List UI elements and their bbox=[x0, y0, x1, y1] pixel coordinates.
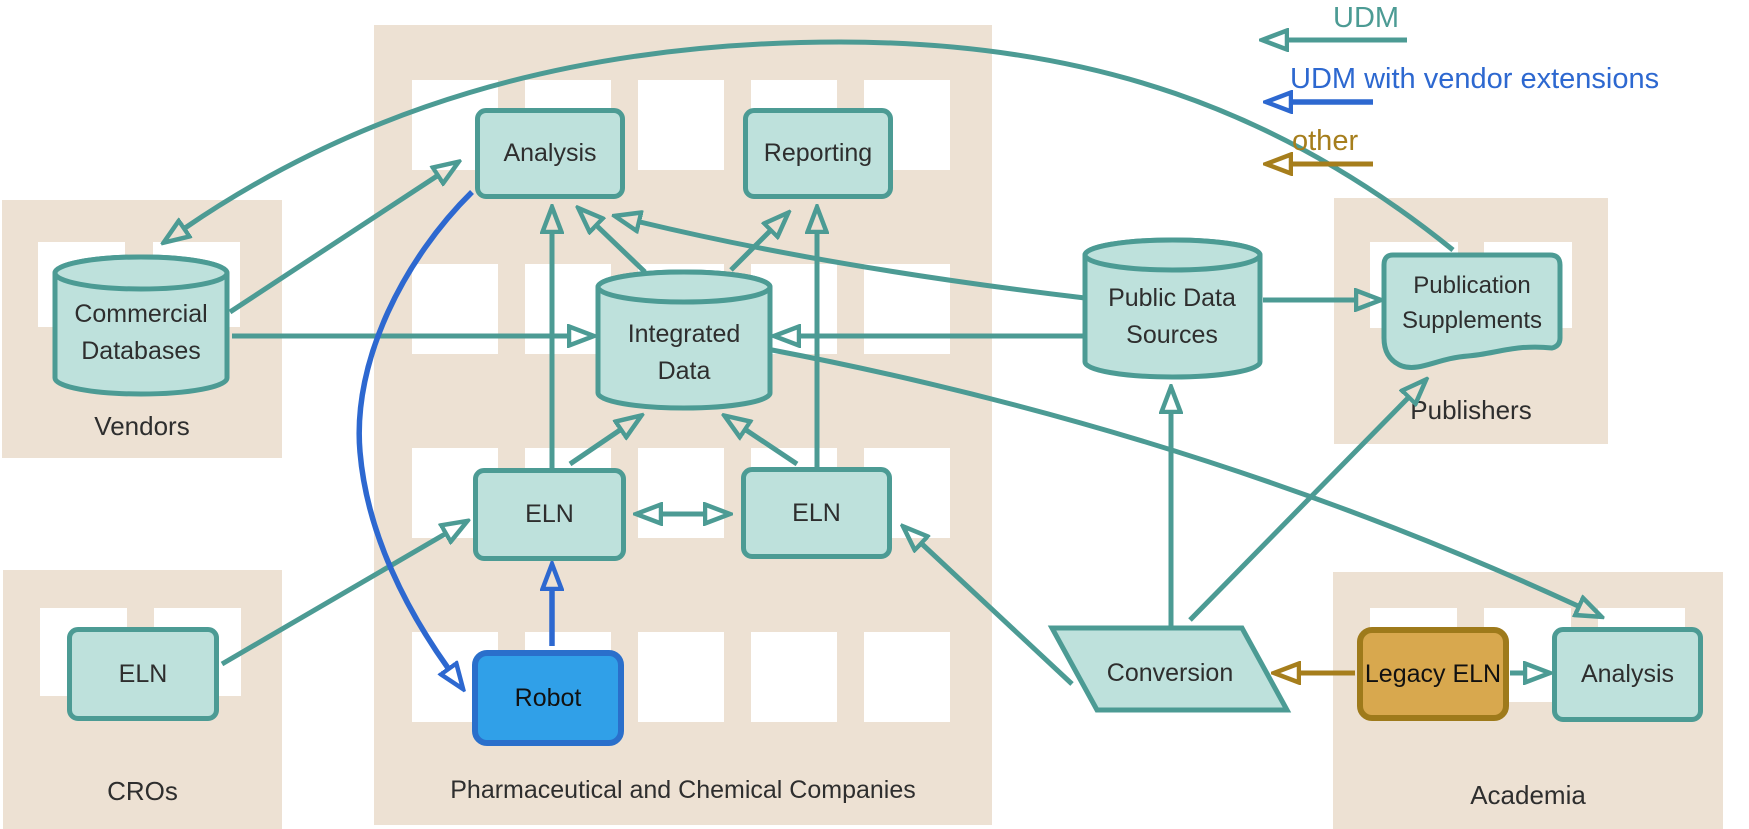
node-cro-eln[interactable]: ELN bbox=[67, 627, 219, 721]
commercial-databases-cylinder bbox=[52, 254, 230, 397]
node-eln-right[interactable]: ELN bbox=[741, 467, 892, 559]
building-label-pharma: Pharmaceutical and Chemical Companies bbox=[450, 776, 916, 804]
arrow-pubsupp-to-commercialdb bbox=[185, 39, 1455, 252]
window-pane bbox=[751, 632, 837, 722]
conversion-shape bbox=[1047, 625, 1292, 713]
legend-label-udm-vendor: UDM with vendor extensions bbox=[1290, 63, 1660, 95]
building-label-cros: CROs bbox=[107, 776, 178, 806]
window-pane bbox=[638, 632, 724, 722]
window-pane bbox=[638, 80, 724, 170]
window-pane bbox=[864, 632, 950, 722]
legend-label-other: other bbox=[1292, 125, 1359, 157]
arrow-croeln-to-elnleft bbox=[220, 534, 445, 667]
node-label: Reporting bbox=[763, 139, 873, 167]
arrow-analysis-to-robot bbox=[356, 190, 474, 668]
node-label: ELN bbox=[118, 659, 168, 688]
node-reporting[interactable]: Reporting bbox=[743, 108, 893, 199]
arrow-integrated-to-academia-analysis bbox=[771, 347, 1578, 606]
node-analysis-pharma[interactable]: Analysis bbox=[475, 108, 625, 199]
arrow-commercialdb-to-analysis bbox=[228, 176, 437, 315]
publication-supplements-shape bbox=[1381, 252, 1563, 370]
building-label-vendors: Vendors bbox=[94, 411, 190, 441]
integrated-data-cylinder bbox=[595, 269, 773, 411]
node-label: Robot bbox=[514, 683, 582, 712]
building-label-academia: Academia bbox=[1470, 780, 1586, 810]
node-robot[interactable]: Robot bbox=[472, 650, 624, 746]
arrow-elnright-to-integrated bbox=[746, 430, 799, 467]
window-pane bbox=[412, 264, 498, 354]
node-academia-analysis[interactable]: Analysis bbox=[1552, 627, 1703, 722]
node-label: Legacy ELN bbox=[1364, 659, 1502, 688]
arrow-integrated-to-analysis bbox=[597, 226, 647, 274]
node-label: Analysis bbox=[503, 139, 597, 167]
arrow-publicdata-to-analysis bbox=[640, 222, 1086, 301]
public-data-sources-cylinder bbox=[1082, 237, 1263, 380]
node-label: ELN bbox=[792, 498, 841, 527]
arrow-integrated-to-reporting bbox=[729, 231, 770, 272]
node-eln-left[interactable]: ELN bbox=[473, 468, 626, 561]
node-label: Analysis bbox=[1580, 660, 1675, 688]
node-legacy-eln[interactable]: Legacy ELN bbox=[1357, 627, 1509, 721]
legend-label-udm: UDM bbox=[1333, 2, 1400, 34]
node-label: ELN bbox=[525, 500, 574, 528]
arrow-conversion-to-pubsupp bbox=[1188, 398, 1408, 622]
arrow-conversion-to-elnright bbox=[922, 544, 1074, 686]
arrow-elnleft-to-integrated bbox=[568, 430, 620, 467]
